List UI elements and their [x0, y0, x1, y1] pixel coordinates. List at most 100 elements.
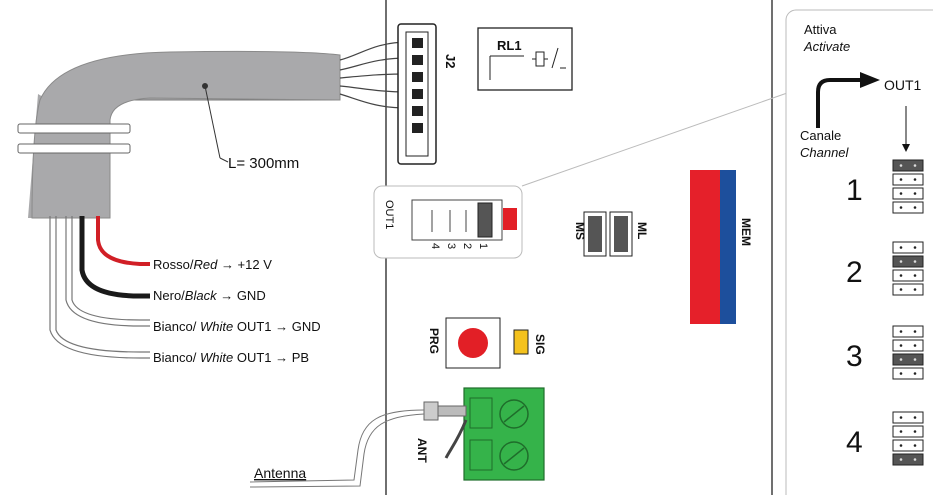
wire-black-signal: → GND	[217, 288, 266, 303]
wire-label-white-gnd: Bianco/ White OUT1 → GND	[153, 319, 321, 334]
channel-number: 1	[846, 174, 863, 207]
jumper-pin	[899, 358, 903, 361]
relay-rl1	[477, 27, 573, 91]
sig-led	[513, 329, 529, 355]
channel-it: Canale	[800, 128, 841, 143]
wire-red-it: Rosso/	[153, 257, 194, 272]
sig-label: SIG	[533, 334, 547, 355]
wire-white1-it: Bianco/	[153, 319, 200, 334]
jumper-pin	[899, 206, 903, 209]
jumper-slot	[892, 283, 924, 296]
jumper-pin	[899, 246, 903, 249]
jumper-active	[892, 453, 924, 466]
down-arrow-icon	[902, 106, 910, 152]
wire-label-white-pb: Bianco/ White OUT1 → PB	[153, 350, 309, 365]
jumper-pin	[913, 358, 917, 361]
jumper-slot	[892, 241, 924, 254]
jumper-pin	[913, 344, 917, 347]
jumper-pin	[899, 330, 903, 333]
ant-label: ANT	[415, 438, 429, 463]
jumper-pin	[913, 416, 917, 419]
wire-red-en: Red	[193, 257, 218, 272]
wire-red-signal: → +12 V	[217, 257, 272, 272]
wire-white2-en: White	[200, 350, 233, 365]
jumper-pin	[899, 444, 903, 447]
jumper-slot	[892, 269, 924, 282]
jumper-slot	[892, 425, 924, 438]
jumper-pin	[899, 178, 903, 181]
wire-black-en: Black	[185, 288, 218, 303]
jumper-pin	[899, 430, 903, 433]
j2-label: J2	[443, 54, 458, 68]
jumper-pin	[913, 192, 917, 195]
jumper-slot	[892, 367, 924, 380]
dip-number-2: 2	[461, 243, 473, 249]
antenna-label: Antenna	[254, 465, 306, 481]
activate-it: Attiva	[804, 22, 837, 37]
jumper-slot	[892, 173, 924, 186]
dip-number-1: 1	[477, 243, 489, 249]
jumper-slot	[892, 411, 924, 424]
j2-connector	[397, 23, 437, 165]
channel-number: 2	[846, 256, 863, 289]
jumper-slot	[892, 325, 924, 338]
dip-number-3: 3	[445, 243, 457, 249]
jumper-pin	[913, 206, 917, 209]
activate-arrow-icon	[816, 72, 880, 128]
jumper-pin	[913, 178, 917, 181]
jumper-active	[892, 353, 924, 366]
channel-en: Channel	[800, 145, 850, 160]
jumper-pin	[913, 372, 917, 375]
jumper-active	[892, 255, 924, 268]
jumper-slot	[892, 439, 924, 452]
jumper-pin	[899, 274, 903, 277]
jumper-pin	[913, 330, 917, 333]
output-wires	[49, 216, 150, 359]
dip-label: OUT1	[383, 200, 395, 229]
channel-number: 4	[846, 426, 863, 459]
mem-module	[690, 170, 736, 324]
jumper-pin	[913, 260, 917, 263]
wire-white2-signal: OUT1 → PB	[233, 350, 309, 365]
wire-label-red: Rosso/Red → +12 V	[153, 257, 272, 272]
jumper-pin	[899, 458, 903, 461]
out1-legend-label: OUT1	[884, 77, 922, 93]
jumper-pin	[913, 274, 917, 277]
jumper-pin	[899, 288, 903, 291]
jumper-slot	[892, 339, 924, 352]
cable-length-label: L= 300mm	[228, 155, 299, 172]
activate-en: Activate	[803, 39, 850, 54]
jumper-pin	[899, 260, 903, 263]
prg-button	[445, 317, 501, 369]
jumper-pin	[913, 430, 917, 433]
wire-white1-en: White	[200, 319, 233, 334]
ms-ml-indicators	[583, 211, 633, 257]
prg-label: PRG	[427, 328, 441, 354]
wire-black-it: Nero/	[153, 288, 185, 303]
wire-white1-signal: OUT1 → GND	[233, 319, 320, 334]
antenna-cable	[249, 401, 468, 488]
relay-label: RL1	[497, 38, 522, 53]
wire-label-black: Nero/Black → GND	[153, 288, 266, 303]
jumper-active	[892, 159, 924, 172]
mem-label: MEM	[739, 218, 753, 246]
ml-label: ML	[635, 222, 649, 239]
jumper-pin	[899, 344, 903, 347]
jumper-pin	[899, 192, 903, 195]
wire-white2-it: Bianco/	[153, 350, 200, 365]
jumper-pin	[913, 164, 917, 167]
ms-label: MS	[573, 222, 587, 240]
jumper-pin	[899, 372, 903, 375]
jumper-pin	[913, 288, 917, 291]
dip-number-4: 4	[429, 243, 441, 249]
jumper-pin	[899, 416, 903, 419]
jumper-slot	[892, 187, 924, 200]
jumper-slot	[892, 201, 924, 214]
jumper-pin	[913, 458, 917, 461]
jumper-pin	[913, 246, 917, 249]
jumper-pin	[913, 444, 917, 447]
multicore-cable	[17, 50, 341, 219]
jumper-pin	[899, 164, 903, 167]
antenna-terminal-block	[463, 387, 545, 481]
